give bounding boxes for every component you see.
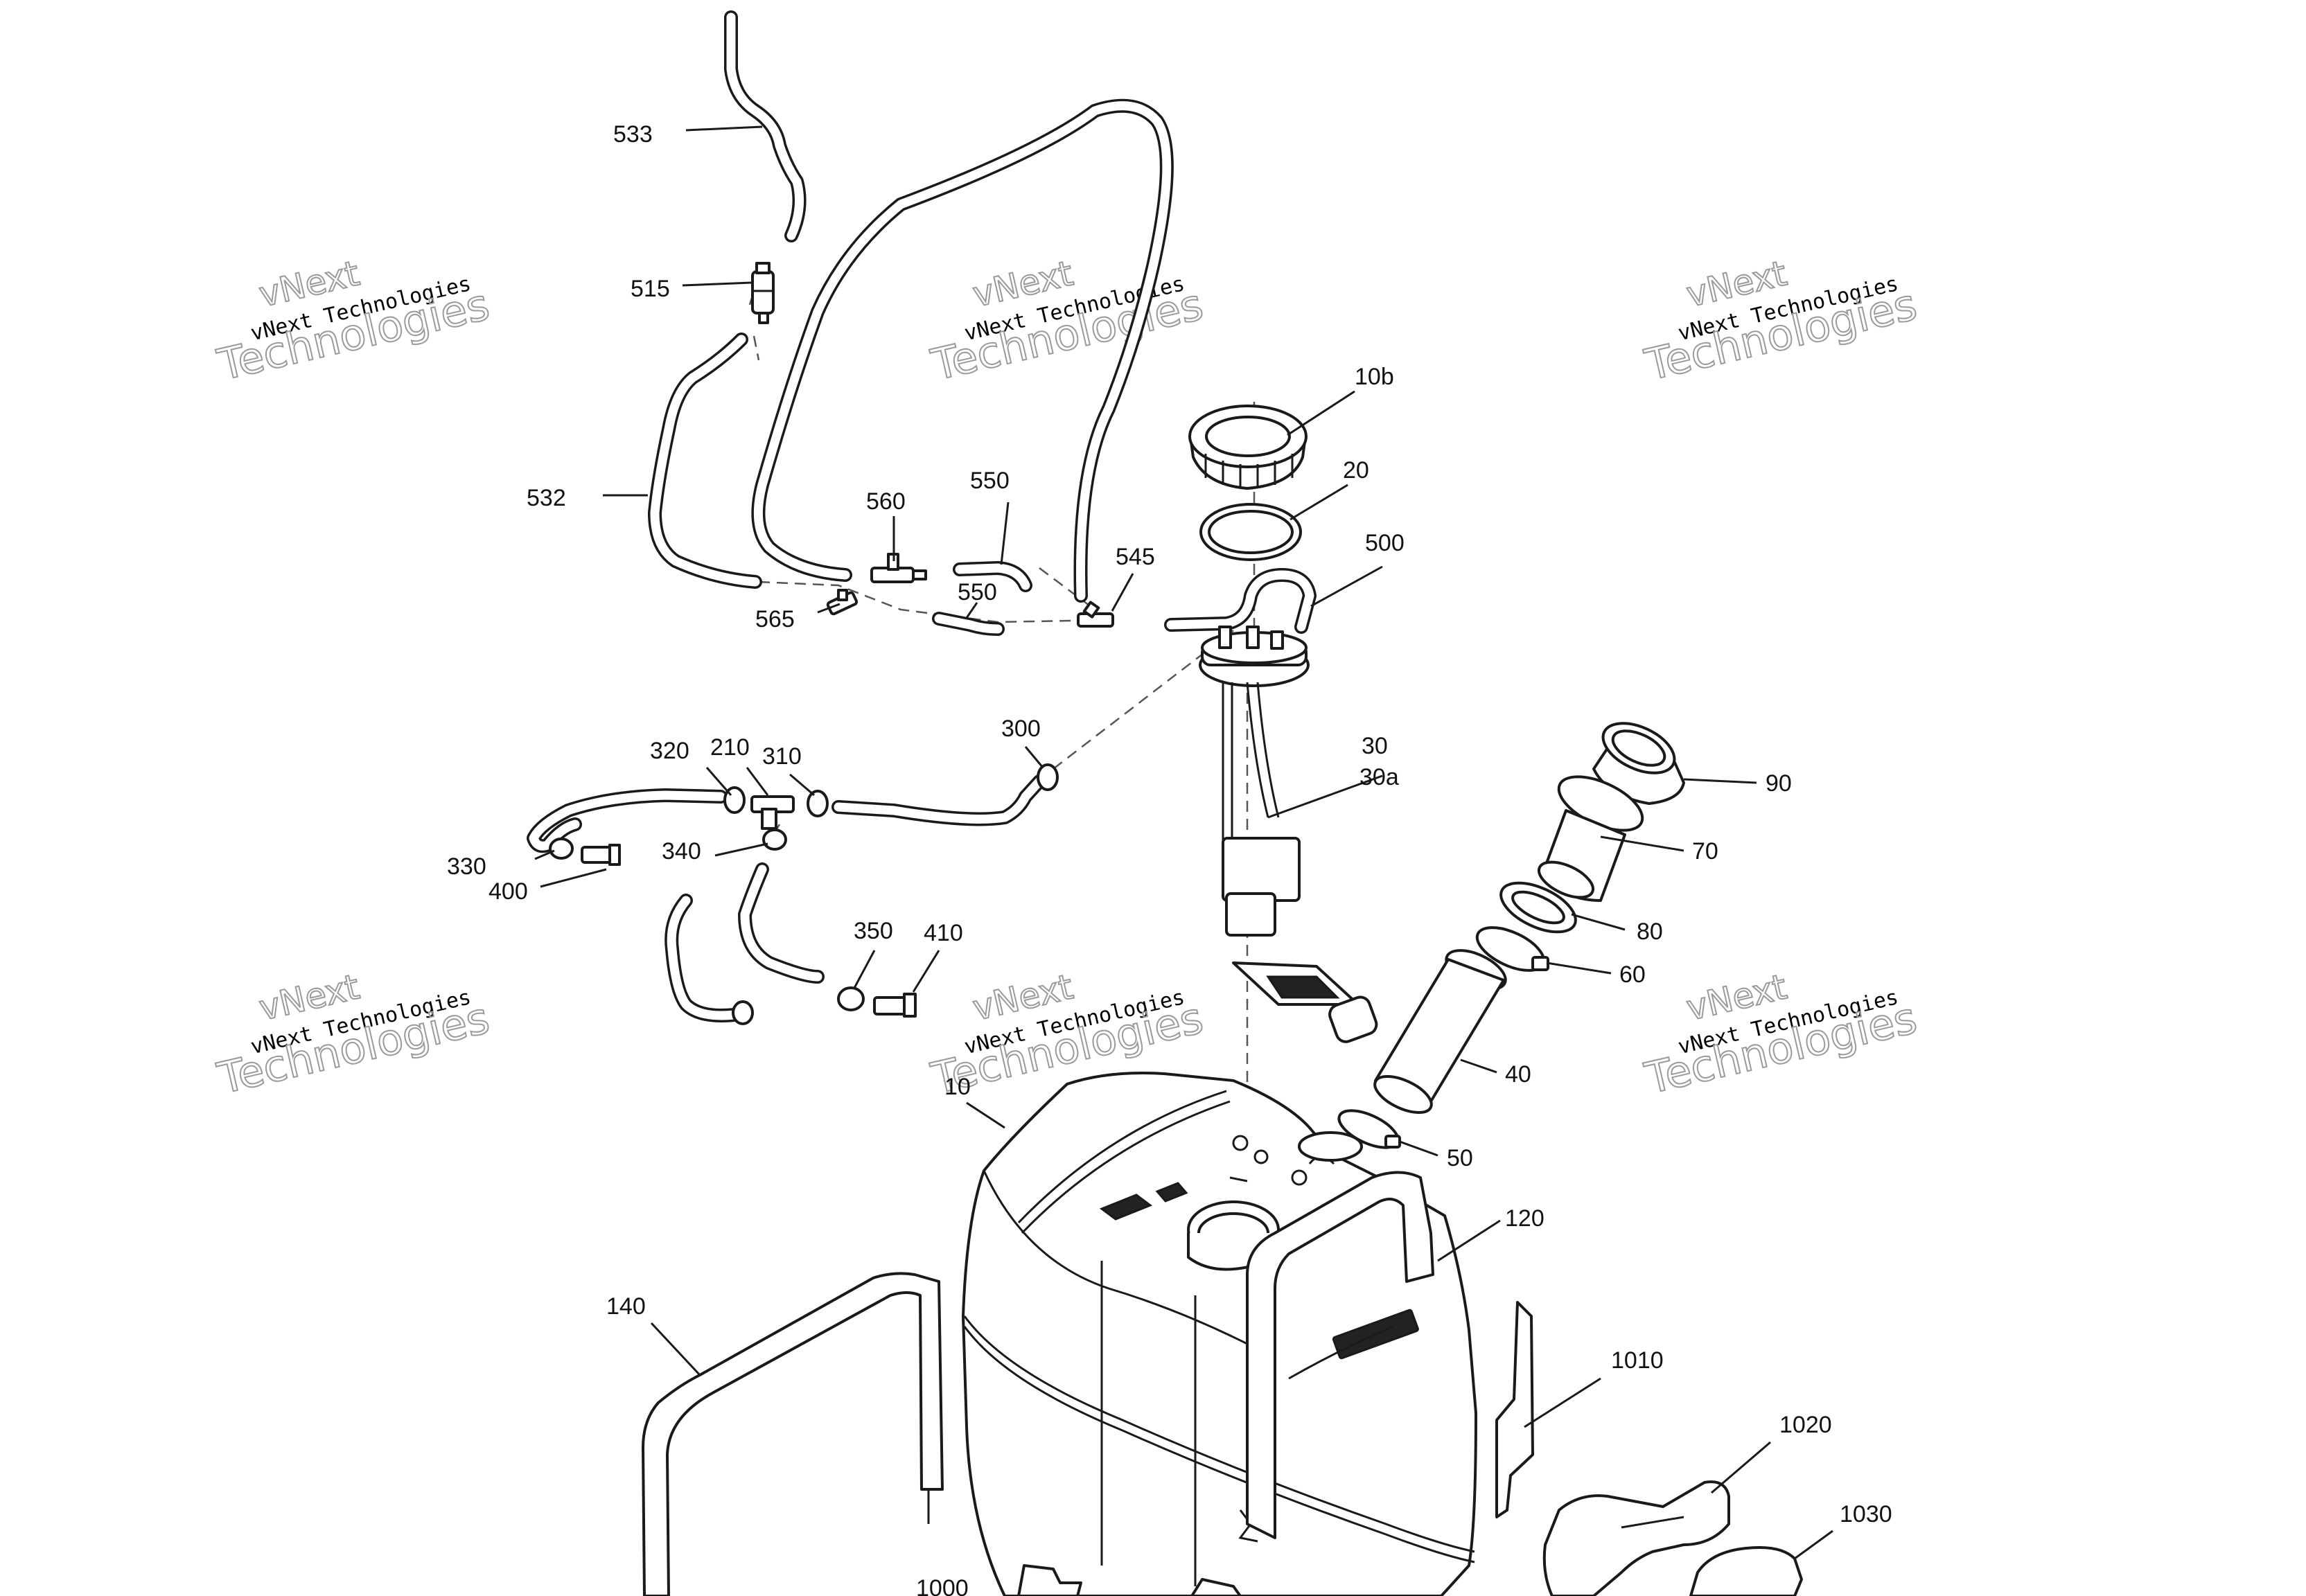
check-valve-515 [751, 262, 775, 324]
callout-70: 70 [1692, 838, 1718, 864]
watermark-3: vNext vNext Technologies Technologies [1639, 252, 1921, 391]
vent-hose-533 [724, 10, 807, 242]
fitting-400 [581, 844, 621, 866]
callout-515: 515 [631, 276, 670, 302]
filler-neck-70 [1538, 775, 1644, 902]
callout-30: 30 [1362, 733, 1388, 759]
hose-550-lower [932, 612, 1005, 636]
callout-10b: 10b [1355, 364, 1394, 390]
callout-550-upper: 550 [970, 468, 1010, 494]
callout-1010: 1010 [1611, 1347, 1664, 1374]
watermark-4: vNext vNext Technologies Technologies [212, 966, 494, 1104]
callout-300: 300 [1001, 716, 1041, 742]
leader-lines [534, 125, 1833, 1560]
hose-340 [738, 862, 825, 984]
callout-310: 310 [762, 743, 802, 770]
callout-550-lower: 550 [958, 579, 997, 605]
clamp-350 [837, 986, 865, 1011]
callout-400: 400 [489, 878, 528, 905]
callout-545: 545 [1116, 544, 1155, 570]
callout-1030: 1030 [1840, 1501, 1892, 1527]
clamp-330 [549, 837, 574, 860]
callout-120: 120 [1505, 1205, 1544, 1232]
tee-210 [750, 795, 795, 830]
callout-20: 20 [1343, 457, 1369, 484]
strap-140 [642, 1272, 944, 1596]
hose-300 [831, 763, 1059, 826]
svg-text:Technologies: Technologies [1640, 993, 1921, 1104]
svg-text:Technologies: Technologies [1640, 279, 1921, 391]
lock-ring-10b [1188, 405, 1308, 490]
guard-1030 [1689, 1546, 1803, 1596]
clamp-310 [807, 790, 829, 817]
callout-350: 350 [854, 918, 893, 944]
fitting-565 [826, 589, 859, 616]
clamp-340 [762, 828, 787, 851]
part-1000 [1017, 1564, 1242, 1596]
callout-1020: 1020 [1779, 1412, 1832, 1438]
clamp-60 [1475, 926, 1549, 972]
callout-30a: 30a [1359, 764, 1399, 790]
watermark-6: vNext vNext Technologies Technologies [1639, 966, 1921, 1104]
hose-550-upper [953, 561, 1032, 592]
callout-410: 410 [924, 920, 963, 946]
callout-80: 80 [1637, 919, 1663, 945]
hose-40 [1373, 949, 1507, 1114]
callout-560: 560 [866, 488, 906, 515]
callout-40: 40 [1505, 1061, 1531, 1088]
hose-500 [1164, 568, 1317, 634]
svg-text:Technologies: Technologies [926, 279, 1207, 391]
hose-left-bend [664, 894, 754, 1025]
seal-20 [1199, 503, 1302, 561]
callout-140: 140 [606, 1293, 646, 1320]
nut-80 [1499, 881, 1577, 934]
callout-60: 60 [1619, 961, 1646, 988]
fitting-410 [873, 993, 917, 1018]
callout-533: 533 [613, 121, 653, 148]
connector-545 [1077, 601, 1114, 628]
heat-shield-1010 [1495, 1301, 1534, 1518]
callout-565: 565 [755, 606, 795, 632]
guard-1020 [1542, 1480, 1730, 1596]
callout-90: 90 [1766, 770, 1792, 797]
hose-330 [527, 788, 728, 853]
callout-500: 500 [1365, 530, 1405, 556]
callout-210: 210 [710, 734, 750, 761]
vent-hose-large-loop [751, 98, 1174, 603]
vent-hose-532 [648, 332, 762, 589]
callout-labels: 533 515 532 560 550 545 550 565 10b 20 5… [447, 121, 1892, 1596]
svg-text:Technologies: Technologies [213, 279, 493, 391]
svg-text:Technologies: Technologies [213, 993, 493, 1104]
watermark-2: vNext vNext Technologies Technologies [926, 252, 1208, 391]
watermark-1: vNext vNext Technologies Technologies [212, 252, 494, 391]
strap-120 [1246, 1171, 1434, 1539]
callout-532: 532 [527, 485, 566, 511]
callout-1000: 1000 [916, 1575, 969, 1596]
callout-330: 330 [447, 853, 486, 880]
callout-50: 50 [1447, 1145, 1473, 1171]
callout-340: 340 [662, 838, 701, 864]
callout-10: 10 [944, 1074, 971, 1100]
callout-320: 320 [650, 738, 689, 764]
tee-fitting-560 [870, 553, 927, 583]
fuel-pump-module-30 [1199, 626, 1378, 1043]
